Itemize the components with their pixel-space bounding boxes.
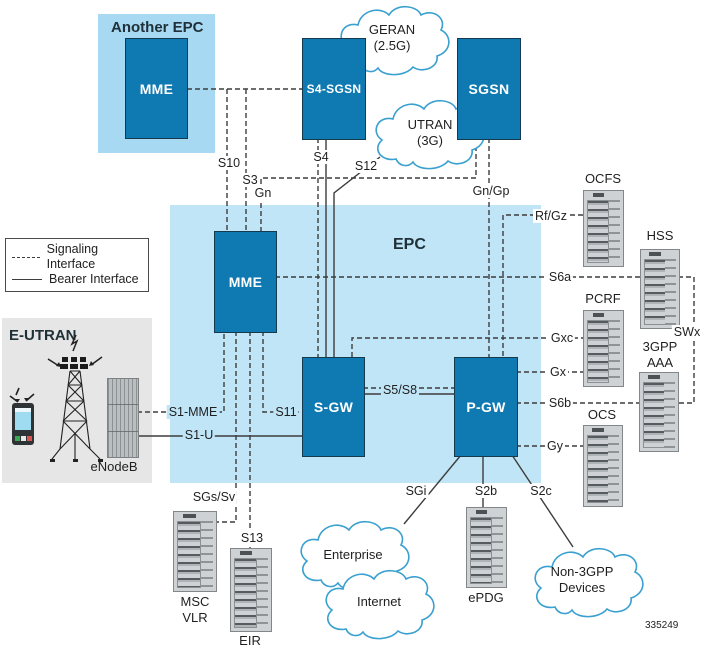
if-gxc: Gxc bbox=[548, 331, 576, 345]
ocs-label: OCS bbox=[587, 407, 617, 422]
if-gy: Gy bbox=[545, 439, 565, 453]
if-s6a: S6a bbox=[546, 270, 574, 284]
ocs-server-icon bbox=[583, 425, 623, 507]
enodeb-cabinet-icon bbox=[107, 378, 139, 458]
legend-bearer-label: Bearer Interface bbox=[49, 272, 139, 286]
hss-server-icon bbox=[640, 249, 680, 329]
legend: Signaling Interface Bearer Interface bbox=[5, 238, 149, 292]
if-sgi: SGi bbox=[403, 484, 429, 498]
ocfs-server-icon bbox=[583, 190, 624, 267]
epdg-server-icon bbox=[466, 507, 507, 588]
eutran-title: E-UTRAN bbox=[9, 327, 77, 344]
eir-server-icon bbox=[230, 548, 272, 632]
if-gn-gp: Gn/Gp bbox=[470, 184, 512, 198]
if-s2c: S2c bbox=[528, 484, 554, 498]
if-s4: S4 bbox=[311, 150, 331, 164]
if-s1-u: S1-U bbox=[182, 428, 216, 442]
enodeb-label: eNodeB bbox=[90, 459, 138, 474]
if-gx: Gx bbox=[548, 365, 568, 379]
node-pgw: P-GW bbox=[454, 357, 518, 457]
cell-tower-icon bbox=[47, 334, 103, 462]
figure-number: 335249 bbox=[645, 620, 679, 631]
if-sgs-sv: SGs/Sv bbox=[190, 490, 238, 504]
utran-cloud-label: UTRAN(3G) bbox=[407, 117, 453, 148]
epdg-label: ePDG bbox=[468, 590, 504, 605]
if-s11: S11 bbox=[273, 405, 299, 419]
if-s5-s8: S5/S8 bbox=[380, 383, 420, 397]
node-s4-sgsn: S4-SGSN bbox=[302, 38, 366, 140]
eir-label: EIR bbox=[239, 633, 261, 648]
node-mme: MME bbox=[214, 231, 277, 333]
3gpp-aaa-server-icon bbox=[639, 372, 679, 452]
if-gn: Gn bbox=[252, 186, 274, 200]
enterprise-cloud-label: Enterprise bbox=[323, 547, 383, 562]
pcrf-server-icon bbox=[583, 310, 624, 387]
cell-phone-icon bbox=[9, 387, 35, 445]
if-s12: S12 bbox=[352, 159, 380, 173]
if-rf-gz: Rf/Gz bbox=[533, 209, 569, 223]
if-s3: S3 bbox=[240, 173, 260, 187]
if-s10: S10 bbox=[215, 156, 243, 170]
node-mme-other: MME bbox=[125, 38, 188, 139]
if-swx: SWx bbox=[671, 325, 703, 339]
internet-cloud-label: Internet bbox=[356, 594, 402, 609]
node-sgw: S-GW bbox=[302, 357, 365, 457]
pcrf-label: PCRF bbox=[585, 291, 621, 306]
geran-cloud-label: GERAN(2.5G) bbox=[368, 22, 416, 53]
if-s2b: S2b bbox=[472, 484, 500, 498]
legend-signaling-label: Signaling Interface bbox=[46, 242, 99, 271]
if-s1-mme: S1-MME bbox=[166, 405, 220, 419]
another-epc-title: Another EPC bbox=[111, 19, 204, 36]
ocfs-label: OCFS bbox=[584, 171, 622, 186]
if-s13: S13 bbox=[238, 531, 266, 545]
msc-vlr-server-icon bbox=[173, 511, 217, 592]
signaling-line-sample bbox=[12, 256, 40, 258]
bearer-line-sample bbox=[12, 279, 42, 280]
epc-title: EPC bbox=[393, 236, 426, 253]
node-sgsn: SGSN bbox=[457, 38, 521, 140]
if-s6b: S6b bbox=[546, 396, 574, 410]
hss-label: HSS bbox=[646, 228, 674, 243]
